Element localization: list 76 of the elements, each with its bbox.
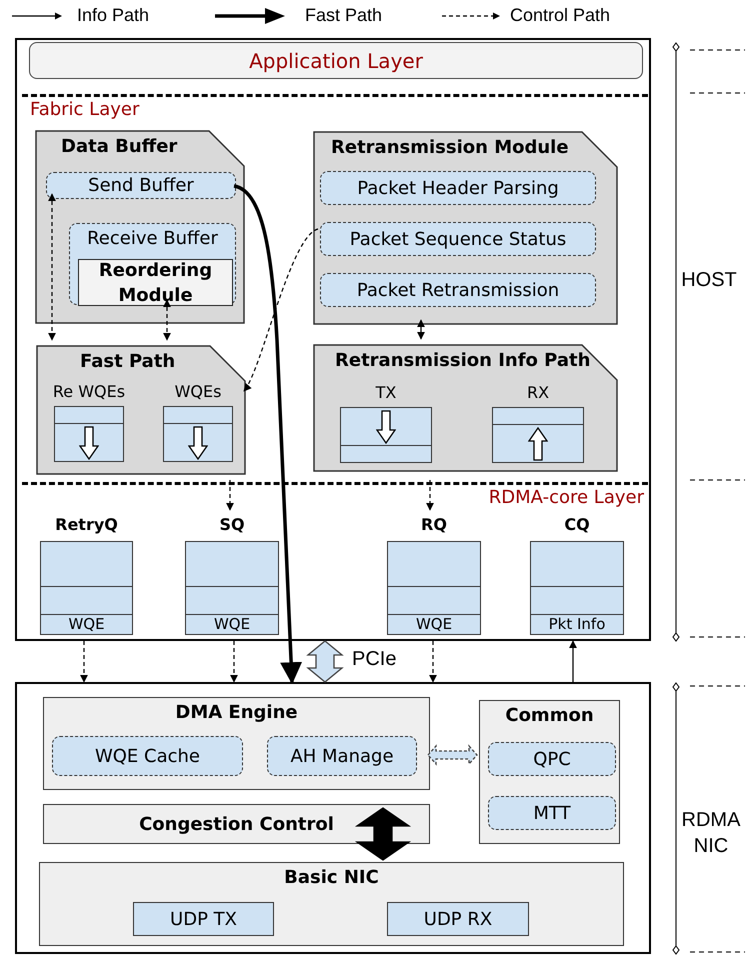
arrow xyxy=(426,480,434,511)
module-panel xyxy=(43,697,430,790)
module-panel xyxy=(479,700,620,844)
queue-label: Re WQEs xyxy=(52,382,126,403)
queue-label: RetryQ xyxy=(54,515,119,536)
module-block xyxy=(133,902,274,936)
block-label: Packet Header Parsing xyxy=(357,178,559,198)
block-label: Packet Retransmission xyxy=(356,280,560,300)
module-block xyxy=(387,902,529,936)
module-block xyxy=(488,742,616,776)
legend-label: Control Path xyxy=(510,5,610,26)
module-block xyxy=(488,796,616,830)
block-title: Retransmission Module xyxy=(330,136,570,158)
queue-label: RX xyxy=(526,383,550,404)
arrow xyxy=(163,299,171,341)
module-panel xyxy=(35,130,245,324)
block-title: Basic NIC xyxy=(283,866,380,888)
queue-entry: WQE xyxy=(388,614,480,634)
layer-bar xyxy=(29,42,643,79)
block-label: Congestion Control xyxy=(139,814,334,834)
queue-entry: WQE xyxy=(41,614,132,634)
queue-entry: WQE xyxy=(186,614,278,634)
module-panel xyxy=(36,345,246,475)
block-title: DMA Engine xyxy=(174,701,299,723)
block-label: UDP TX xyxy=(170,908,237,930)
block-label: MTT xyxy=(533,802,571,824)
arrow xyxy=(48,193,56,341)
layer-title: RDMA-core Layer xyxy=(488,487,644,508)
legend-label: Info Path xyxy=(77,5,150,26)
layer-title: Fabric Layer xyxy=(30,99,140,120)
block-label: QPC xyxy=(533,748,571,770)
block-label: Send Buffer xyxy=(88,175,194,196)
side-label: HOST xyxy=(680,268,738,293)
block-label: UDP RX xyxy=(424,908,492,930)
arrow xyxy=(233,184,302,684)
legend-label: Fast Path xyxy=(305,5,382,26)
block-label: Packet Sequence Status xyxy=(350,228,566,250)
block-label: WQE Cache xyxy=(94,746,200,766)
block-title: Retransmission Info Path xyxy=(334,349,592,371)
module-block xyxy=(52,736,243,776)
queue-label: RQ xyxy=(420,515,448,536)
module-block xyxy=(78,259,233,306)
double-arrow xyxy=(427,744,478,766)
module-panel xyxy=(313,344,618,472)
block-label: Reordering Module xyxy=(98,258,214,308)
arrow xyxy=(569,640,577,682)
block-title: Receive Buffer xyxy=(86,227,219,249)
queue-label: SQ xyxy=(218,515,246,536)
queue-entry: Pkt Info xyxy=(531,614,623,634)
queue-label: TX xyxy=(374,383,398,404)
arrow xyxy=(80,641,88,683)
module-block xyxy=(320,171,596,205)
arrow xyxy=(244,228,318,392)
arrow xyxy=(226,480,234,511)
queue-label: CQ xyxy=(563,515,591,536)
module-panel xyxy=(43,804,430,844)
arrow xyxy=(417,319,425,340)
arrow xyxy=(230,641,238,683)
module-block xyxy=(46,172,236,199)
double-arrow xyxy=(306,640,344,683)
block-title: Common xyxy=(504,704,595,726)
module-block xyxy=(320,222,596,256)
module-panel xyxy=(313,131,618,325)
queue-label: WQEs xyxy=(174,382,222,403)
module-panel xyxy=(39,862,624,946)
module-block xyxy=(320,273,596,307)
side-label: RDMA NIC xyxy=(680,808,742,859)
layer-band xyxy=(22,482,648,637)
arrow xyxy=(429,641,437,683)
block-title: Data Buffer xyxy=(60,135,178,157)
block-label: Application Layer xyxy=(249,48,423,72)
module-block xyxy=(69,223,236,305)
module-block xyxy=(267,736,417,776)
double-arrow xyxy=(354,807,412,861)
block-label: AH Manage xyxy=(290,746,394,766)
block-title: Fast Path xyxy=(79,350,176,372)
